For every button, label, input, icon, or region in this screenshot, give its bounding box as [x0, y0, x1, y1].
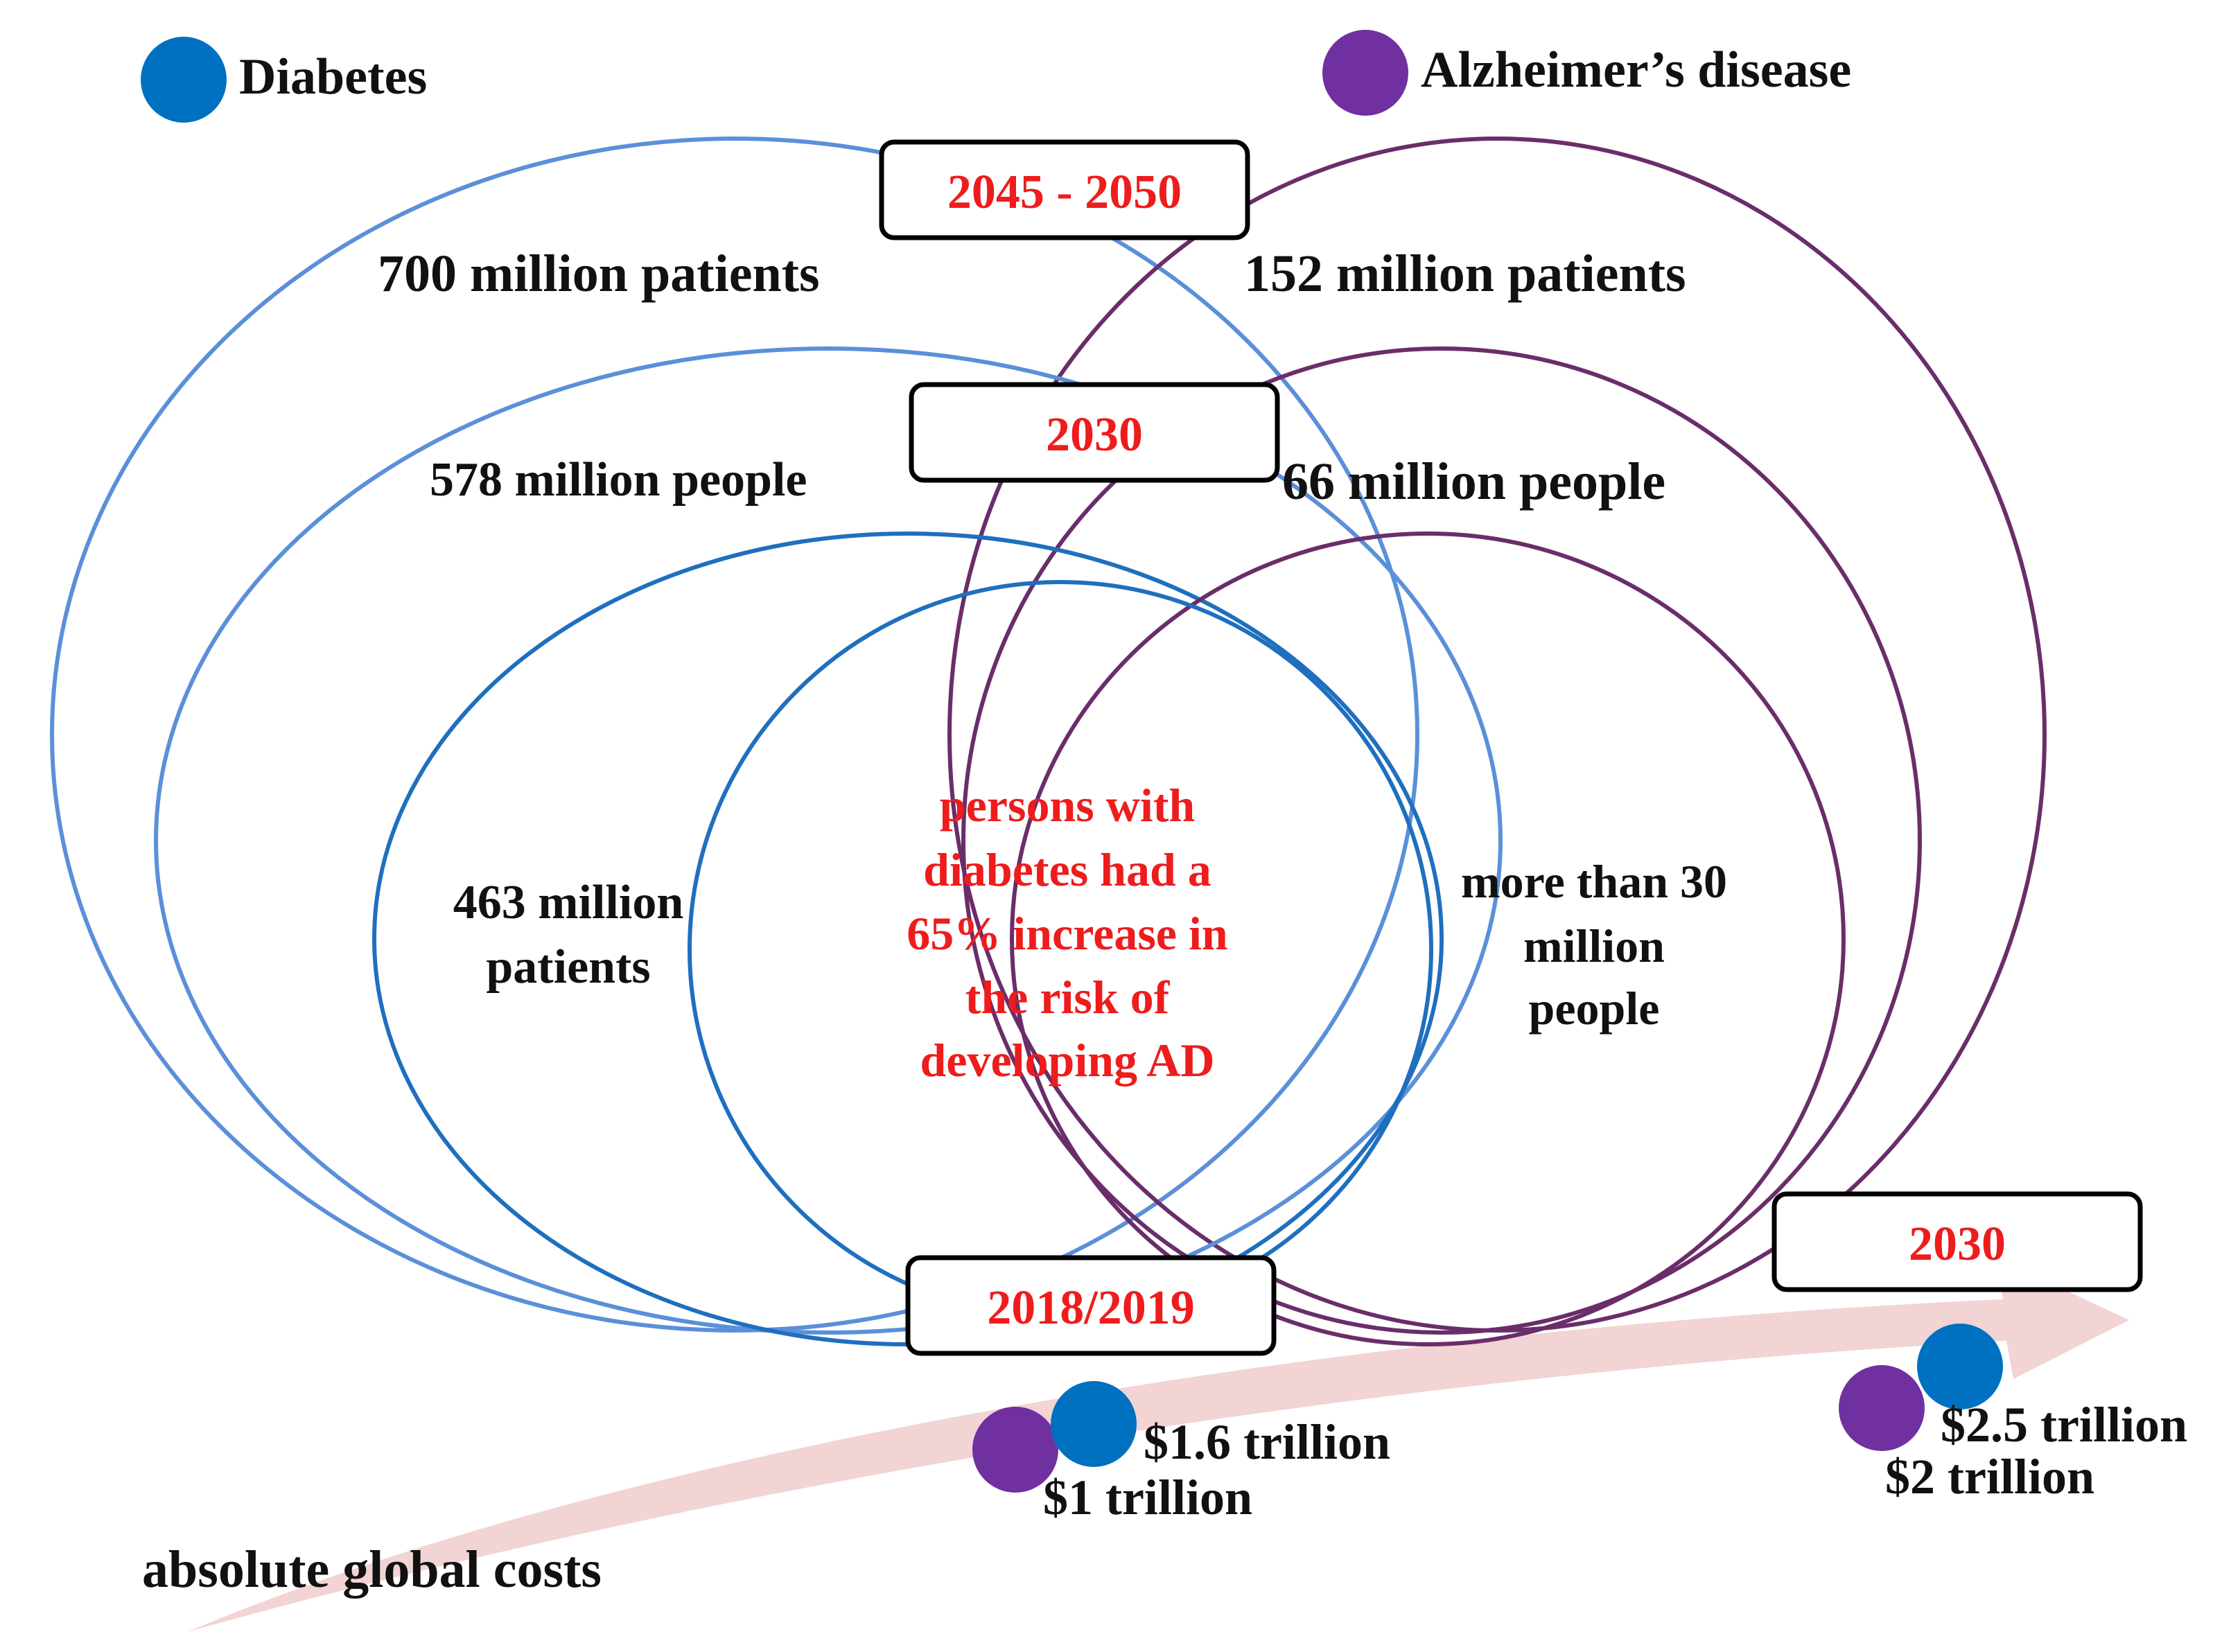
diabetes-legend-label: Diabetes	[239, 49, 427, 105]
period-label-2030: 2030	[1046, 408, 1143, 462]
alzheimers-count-2018-line3: people	[1529, 982, 1660, 1035]
center-note-line5: developing AD	[920, 1034, 1214, 1087]
diabetes-count-2045: 700 million patients	[378, 245, 820, 303]
period-label-2018: 2018/2019	[987, 1281, 1194, 1335]
diabetes-count-2018-line1: 463 million	[453, 876, 684, 929]
diabetes-cost-2030-dot	[1917, 1324, 2003, 1409]
diabetes-2030-ellipse	[154, 346, 1503, 1335]
cost-arrow	[187, 1258, 2129, 1632]
alzheimers-cost-2030: $2 trillion	[1885, 1449, 2094, 1504]
alzheimers-cost-2018: $1 trillion	[1043, 1470, 1252, 1525]
center-note-line2: diabetes had a	[923, 843, 1211, 896]
center-note-line4: the risk of	[965, 971, 1171, 1023]
diabetes-count-2018-line2: patients	[486, 940, 650, 994]
alzheimers-2030-ellipse	[961, 346, 1922, 1335]
diabetes-legend-dot	[141, 37, 227, 123]
alzheimers-legend-dot	[1322, 30, 1408, 116]
alzheimers-count-2018-line2: million	[1523, 920, 1665, 972]
period-label-costs-2030: 2030	[1909, 1218, 2006, 1271]
period-box-2030	[909, 382, 1280, 483]
costs-title: absolute global costs	[142, 1540, 602, 1599]
period-box-2045	[879, 139, 1250, 240]
diabetes-count-2030: 578 million people	[430, 453, 807, 507]
alzheimers-2018-ellipse	[1010, 531, 1846, 1346]
period-label-2045: 2045 - 2050	[947, 166, 1182, 219]
alzheimers-cost-2018-dot	[972, 1407, 1058, 1493]
alzheimers-legend-label: Alzheimer’s disease	[1421, 42, 1851, 98]
period-box-costs-2030	[1771, 1191, 2143, 1292]
alzheimers-cost-2030-dot	[1839, 1365, 1925, 1451]
center-note-line1: persons with	[940, 779, 1195, 832]
alzheimers-2045-ellipse	[947, 137, 2047, 1333]
diabetes-cost-2030: $2.5 trillion	[1941, 1397, 2187, 1452]
diabetes-2045-ellipse	[50, 137, 1419, 1333]
alzheimers-count-2045: 152 million patients	[1244, 245, 1686, 303]
center-note-line3: 65% increase in	[907, 907, 1227, 960]
diabetes-cost-2018: $1.6 trillion	[1144, 1414, 1390, 1470]
alzheimers-count-2018-line1: more than 30	[1461, 855, 1727, 908]
alzheimers-count-2030: 66 million people	[1282, 452, 1665, 511]
period-box-2018	[905, 1255, 1277, 1356]
diabetes-cost-2018-dot	[1051, 1381, 1137, 1467]
